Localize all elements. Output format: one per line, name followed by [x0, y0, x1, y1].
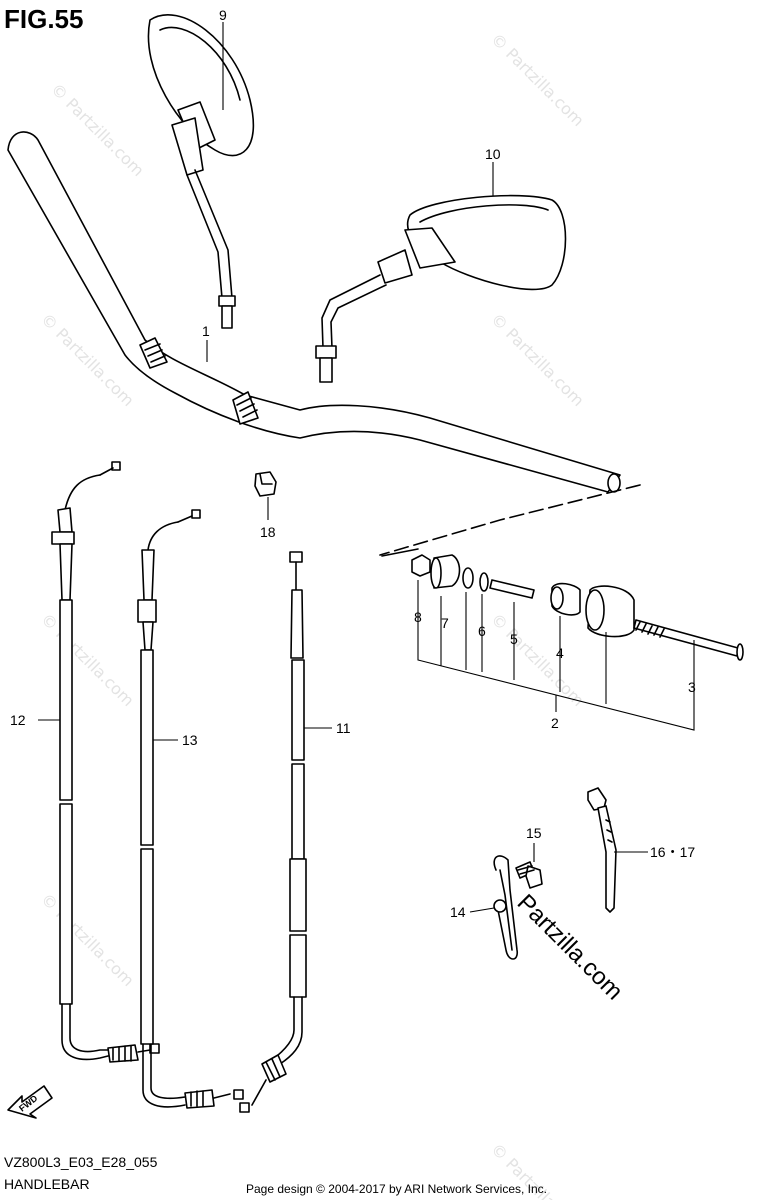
washer-part-6a — [462, 567, 474, 589]
cable-part-11[interactable] — [239, 551, 307, 1113]
nut-part-8 — [411, 554, 431, 577]
callout-16-17: 16・17 — [650, 844, 695, 860]
callout-1: 1 — [202, 323, 210, 339]
screw-part-3 — [633, 619, 739, 657]
balancer-assembly[interactable] — [411, 554, 744, 661]
watermark: © Partzilla.com — [487, 609, 588, 710]
callout-4: 4 — [556, 645, 564, 661]
cable-part-12[interactable] — [51, 461, 160, 1063]
watermark: © Partzilla.com — [47, 79, 148, 180]
callout-8: 8 — [414, 609, 422, 625]
callout-18: 18 — [260, 524, 276, 540]
watermark: © Partzilla.com — [37, 609, 138, 710]
pipe-part-5 — [489, 579, 535, 599]
callout-10: 10 — [485, 146, 501, 162]
figure-code: VZ800L3_E03_E28_055 — [4, 1154, 158, 1170]
mirror-left-part-9[interactable] — [147, 14, 255, 329]
callout-12: 12 — [10, 712, 26, 728]
watermark: © Partzilla.com — [487, 29, 588, 130]
figure-title: FIG.55 — [4, 4, 83, 34]
clamp-part-18[interactable] — [254, 471, 277, 497]
watermark: © Partzilla.com — [37, 889, 138, 990]
fwd-badge: FWD — [7, 1085, 53, 1119]
callout-13: 13 — [182, 732, 198, 748]
page-credit: Page design © 2004-2017 by ARI Network S… — [246, 1182, 547, 1196]
washer-part-6b — [479, 572, 489, 592]
callout-14: 14 — [450, 904, 466, 920]
watermark: © Partzilla.com — [487, 309, 588, 410]
cable-tie-part-16-17[interactable] — [587, 787, 617, 913]
callout-9: 9 — [219, 7, 227, 23]
bolt-part-15[interactable] — [515, 861, 543, 889]
cable-part-13[interactable] — [137, 509, 244, 1109]
clip-part-14[interactable] — [493, 855, 518, 960]
forward-arrow-icon — [7, 1085, 53, 1119]
callout-15: 15 — [526, 825, 542, 841]
callout-5: 5 — [510, 631, 518, 647]
handlebar-part-1[interactable] — [7, 131, 621, 493]
callout-6: 6 — [478, 623, 486, 639]
callout-3: 3 — [688, 679, 696, 695]
callout-2: 2 — [551, 715, 559, 731]
callout-7: 7 — [441, 615, 449, 631]
callout-11: 11 — [336, 720, 351, 736]
mirror-right-part-10[interactable] — [315, 194, 567, 383]
figure-name: HANDLEBAR — [4, 1176, 90, 1192]
